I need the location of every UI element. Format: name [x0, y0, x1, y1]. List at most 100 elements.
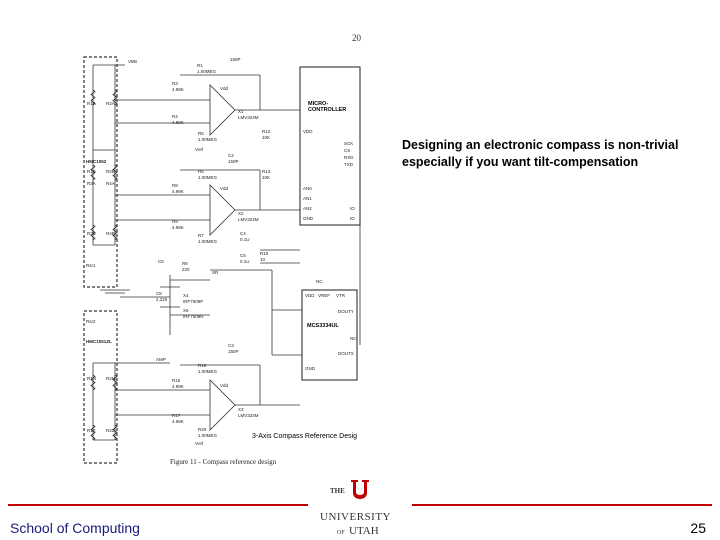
- label-x4v: IRF7509P: [183, 299, 203, 304]
- mcu-label-line: MICRO-CONTROLLER: [308, 101, 346, 113]
- label-r16v: 4.99K: [172, 384, 184, 389]
- label-r3b: R3B: [87, 231, 96, 236]
- label-r1v: 1.00MEG: [197, 69, 217, 74]
- label-r2a: R2A: [106, 101, 115, 106]
- label-r6b: R6: [182, 261, 188, 266]
- label-vdd-2: Vdd: [220, 186, 229, 191]
- label-r18: R18: [198, 363, 207, 368]
- tilt-pin: NC: [350, 336, 357, 341]
- label-vref-1: Vref: [195, 147, 204, 152]
- label-r8v: 4.99K: [172, 189, 184, 194]
- label-c6: C6: [158, 259, 164, 264]
- bridge-resistor: [112, 224, 118, 241]
- label-rsr2: Rsr2: [86, 319, 96, 324]
- mcu-pin-right: TXD: [344, 162, 354, 167]
- label-x3: X3: [238, 407, 244, 412]
- label-r3a: R3A: [87, 181, 96, 186]
- label-r9: R9: [172, 219, 178, 224]
- mcu-io-pin: IO: [350, 206, 355, 211]
- tilt-sensor-label: MCS3334UL: [307, 323, 339, 329]
- label-r1b: R1B: [87, 169, 96, 174]
- label-x1: X1: [238, 109, 244, 114]
- bridge-resistor: [90, 164, 96, 181]
- label-r17v: 4.99K: [172, 419, 184, 424]
- label-rsr1: Rsr1: [86, 263, 96, 268]
- label-vpp: VBB: [128, 59, 137, 64]
- label-r20v: 1.00MEG: [198, 433, 218, 438]
- label-c5: C5: [240, 253, 246, 258]
- label-r5: R5: [198, 131, 204, 136]
- label-r1a: R1A: [87, 101, 96, 106]
- opamp-x3: [209, 379, 236, 431]
- label-r5v: 1.00MEG: [198, 137, 218, 142]
- label-c3: C3: [228, 343, 234, 348]
- svg-text:UNIVERSITY: UNIVERSITY: [320, 511, 391, 523]
- label-c1v: 150P: [230, 57, 241, 62]
- label-r10v: 10: [260, 257, 266, 262]
- label-c8v: 2,220: [156, 297, 168, 302]
- mcu-io-pin: IO: [350, 216, 355, 221]
- diagram-title: 3-Axis Compass Reference Desig: [252, 433, 357, 440]
- tilt-pin: GND: [305, 366, 316, 371]
- label-c8: C8: [156, 291, 162, 296]
- label-r2n: R2N: [106, 376, 115, 381]
- label-r10: R10: [260, 251, 269, 256]
- label-sensor2: HMC1051ZL: [86, 339, 112, 344]
- tilt-pin: VTR: [336, 293, 346, 298]
- figure-caption: Figure 11 - Compass reference design: [170, 458, 277, 466]
- footer-page-number: 25: [690, 520, 706, 536]
- label-r12v: 10K: [262, 135, 270, 140]
- label-r6bv: 220: [182, 267, 190, 272]
- compass-schematic: VBB R1A R2A R1B R2B R3A R4A R3B R4B HMC1…: [83, 56, 361, 464]
- label-r6: R6: [198, 169, 204, 174]
- label-r17: R17: [172, 413, 181, 418]
- tilt-pin: VDD: [305, 293, 315, 298]
- label-r13v: 10K: [262, 175, 270, 180]
- label-c3v: 150P: [228, 349, 239, 354]
- label-r20: R20: [198, 427, 207, 432]
- microcontroller-box: [299, 66, 361, 226]
- label-r2z: R2Z: [106, 428, 115, 433]
- label-amp: AMP: [156, 357, 166, 362]
- svg-text:OF: OF: [337, 530, 345, 536]
- tilt-sensor-box: [301, 289, 358, 381]
- label-c5v: 0.1U: [240, 259, 250, 264]
- label-x2: X2: [238, 211, 244, 216]
- opamp-x1: [209, 84, 236, 136]
- label-r2b: R2B: [106, 169, 115, 174]
- label-x3v: LMV324M: [238, 413, 259, 418]
- label-vref-3: Vref: [195, 441, 204, 446]
- label-c2: C2: [228, 153, 234, 158]
- mcu-pin-right: CS: [344, 148, 350, 153]
- label-vdd-1: Vdd: [220, 86, 229, 91]
- tilt-pin: VREF: [318, 293, 330, 298]
- bridge-resistor: [112, 89, 118, 106]
- label-r8: R8: [172, 183, 178, 188]
- footer-rule-left: [8, 504, 308, 506]
- svg-text:UTAH: UTAH: [349, 525, 379, 537]
- opamp-x2: [209, 184, 236, 236]
- tilt-pin: DOUTY: [338, 309, 354, 314]
- bridge-resistor: [90, 374, 96, 391]
- bridge-resistor: [112, 164, 118, 181]
- label-c4: C4: [240, 231, 246, 236]
- sensor2-box: [83, 310, 118, 464]
- tilt-pin: DOUTX: [338, 351, 354, 356]
- label-r7: R7: [198, 233, 204, 238]
- label-r7v: 1.00MEG: [198, 239, 218, 244]
- label-r13: R13: [262, 169, 271, 174]
- label-r12: R12: [262, 129, 271, 134]
- mcu-pin-left: AN2: [303, 206, 312, 211]
- top-page-number: 20: [352, 33, 361, 43]
- label-r1: R1: [197, 63, 203, 68]
- label-x1v: LMV324M: [238, 115, 259, 120]
- mcu-pin-right: RXD: [344, 155, 354, 160]
- label-r1n: R1N: [87, 376, 96, 381]
- label-sr: SR: [212, 270, 219, 275]
- label-r1z: R1Z: [87, 428, 96, 433]
- mcu-pin-left: GND: [303, 216, 314, 221]
- bridge-resistor: [112, 424, 118, 441]
- label-x4: X4: [183, 293, 189, 298]
- label-r18v: 1.00MEG: [198, 369, 218, 374]
- label-r3: R3: [172, 81, 178, 86]
